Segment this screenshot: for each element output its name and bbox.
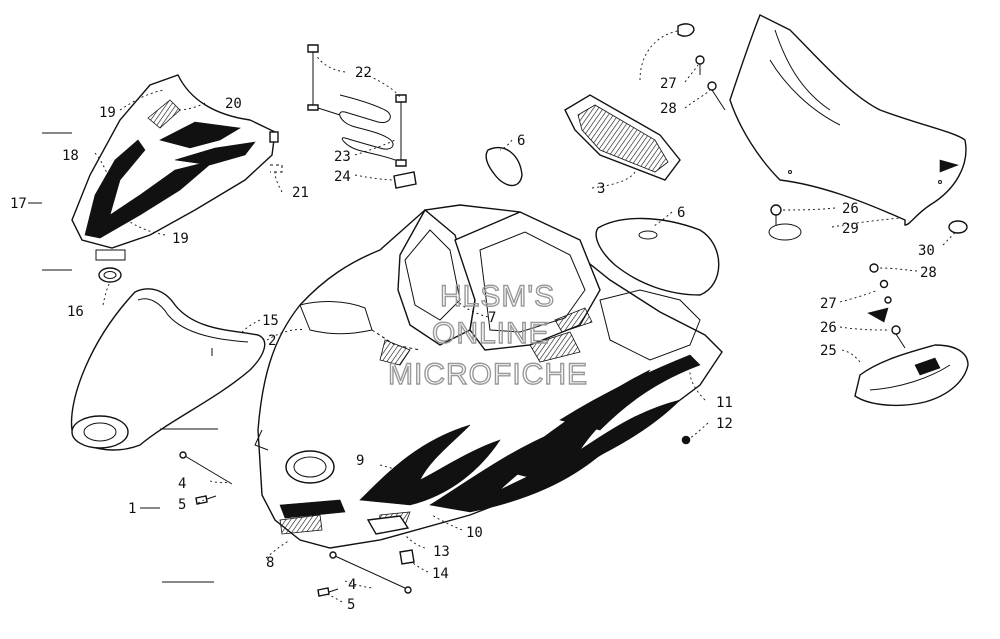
watermark-line-3: MICROFICHE (388, 358, 588, 391)
grommet-16 (98, 267, 122, 283)
callout-14: 14 (432, 566, 449, 582)
callout-23: 23 (334, 149, 351, 165)
decal-6-right (595, 217, 720, 296)
decal-13 (366, 515, 410, 535)
callout-22: 22 (355, 65, 372, 81)
callout-27-upper: 27 (660, 76, 677, 92)
clip-14 (399, 549, 415, 565)
callout-26-lower: 26 (820, 320, 837, 336)
windshield-hardware (639, 23, 968, 241)
decal-6-upper (485, 147, 523, 187)
callout-9: 9 (356, 453, 364, 469)
callout-13: 13 (433, 544, 450, 560)
callout-24: 24 (334, 169, 351, 185)
callout-2: 2 (268, 333, 276, 349)
callout-11: 11 (716, 395, 733, 411)
callout-7: 7 (488, 310, 496, 326)
rod-4-lower (329, 551, 412, 594)
callout-4-lower: 4 (348, 577, 356, 593)
callout-numbers: 1 2 3 4 4 5 5 6 6 7 8 9 10 11 12 13 14 1… (10, 65, 937, 613)
latch-assembly (307, 44, 417, 189)
callout-19-lower: 19 (172, 231, 189, 247)
callout-6-right: 6 (677, 205, 685, 221)
callout-18: 18 (62, 148, 79, 164)
callout-1: 1 (128, 501, 136, 517)
callout-5-lower: 5 (347, 597, 355, 613)
callout-17: 17 (10, 196, 27, 212)
watermark-line-2: ONLINE (432, 317, 550, 350)
callout-15: 15 (262, 313, 279, 329)
rivet-12 (681, 435, 691, 445)
callout-8: 8 (266, 555, 274, 571)
callout-10: 10 (466, 525, 483, 541)
screw-5-upper (195, 495, 217, 505)
callout-19-upper: 19 (99, 105, 116, 121)
callout-4-upper: 4 (178, 476, 186, 492)
nose-pan (70, 288, 266, 451)
callout-30: 30 (918, 243, 935, 259)
side-panel (71, 74, 279, 261)
callout-6-upper: 6 (517, 133, 525, 149)
push-rivet-21 (270, 164, 283, 173)
callout-5-upper: 5 (178, 497, 186, 513)
callout-28-upper: 28 (660, 101, 677, 117)
callout-26-upper: 26 (842, 201, 859, 217)
callout-21: 21 (292, 185, 309, 201)
callout-27-lower: 27 (820, 296, 837, 312)
callout-20: 20 (225, 96, 242, 112)
callout-3: 3 (597, 181, 605, 197)
brand-badge: ARCTIC CAT (292, 505, 334, 512)
vent-screen (564, 94, 681, 181)
windshield (729, 14, 967, 226)
callout-12: 12 (716, 416, 733, 432)
callout-25: 25 (820, 343, 837, 359)
leader-lines (28, 54, 957, 603)
deflector-25 (854, 263, 969, 407)
callout-29: 29 (842, 221, 859, 237)
callout-16: 16 (67, 304, 84, 320)
watermark: HLSM'S ONLINE MICROFICHE (387, 279, 588, 391)
watermark-line-1: HLSM'S (440, 280, 555, 313)
callout-28-lower: 28 (920, 265, 937, 281)
hood-assembly: ARCTIC CAT (254, 204, 723, 549)
rod-4-upper (179, 451, 233, 485)
screw-5-lower (317, 587, 339, 597)
